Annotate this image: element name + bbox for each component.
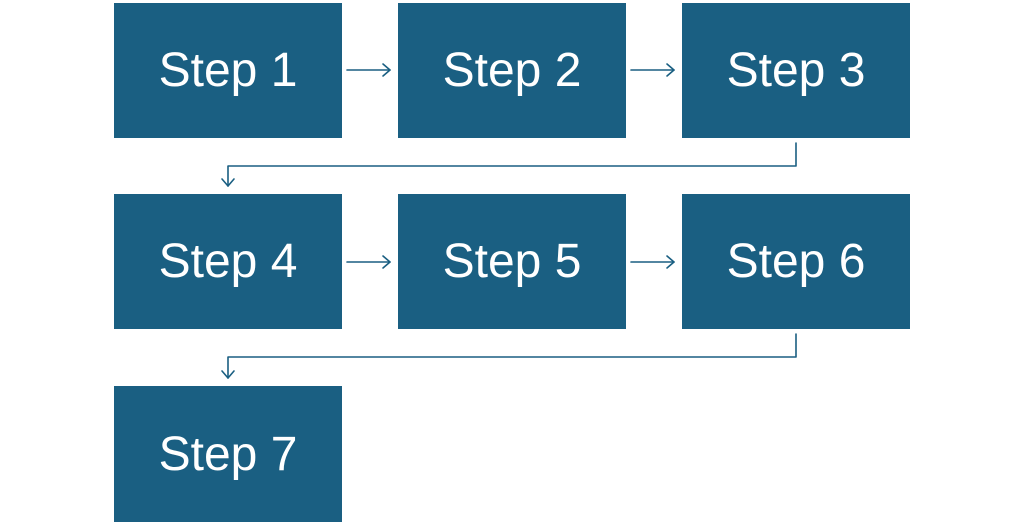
step-6-label: Step 6: [726, 235, 866, 288]
step-2-box: Step 2: [398, 3, 626, 138]
step-4-box: Step 4: [114, 194, 342, 329]
arrow-step2-to-step3: [630, 63, 675, 77]
arrow-step1-to-step2: [346, 63, 391, 77]
step-7-label: Step 7: [158, 427, 298, 481]
arrow-step6-to-step7: [221, 333, 797, 379]
step-5-label: Step 5: [442, 235, 582, 288]
step-1-label: Step 1: [158, 44, 298, 97]
step-1-box: Step 1: [114, 3, 342, 138]
arrow-step4-to-step5: [346, 255, 391, 269]
step-6-box: Step 6: [682, 194, 910, 329]
arrow-step3-to-step4: [221, 142, 797, 187]
step-4-label: Step 4: [158, 235, 298, 288]
arrow-step5-to-step6: [630, 255, 675, 269]
step-5-box: Step 5: [398, 194, 626, 329]
step-3-box: Step 3: [682, 3, 910, 138]
step-3-label: Step 3: [726, 44, 866, 97]
step-2-label: Step 2: [442, 44, 582, 97]
step-7-box: Step 7: [114, 386, 342, 522]
